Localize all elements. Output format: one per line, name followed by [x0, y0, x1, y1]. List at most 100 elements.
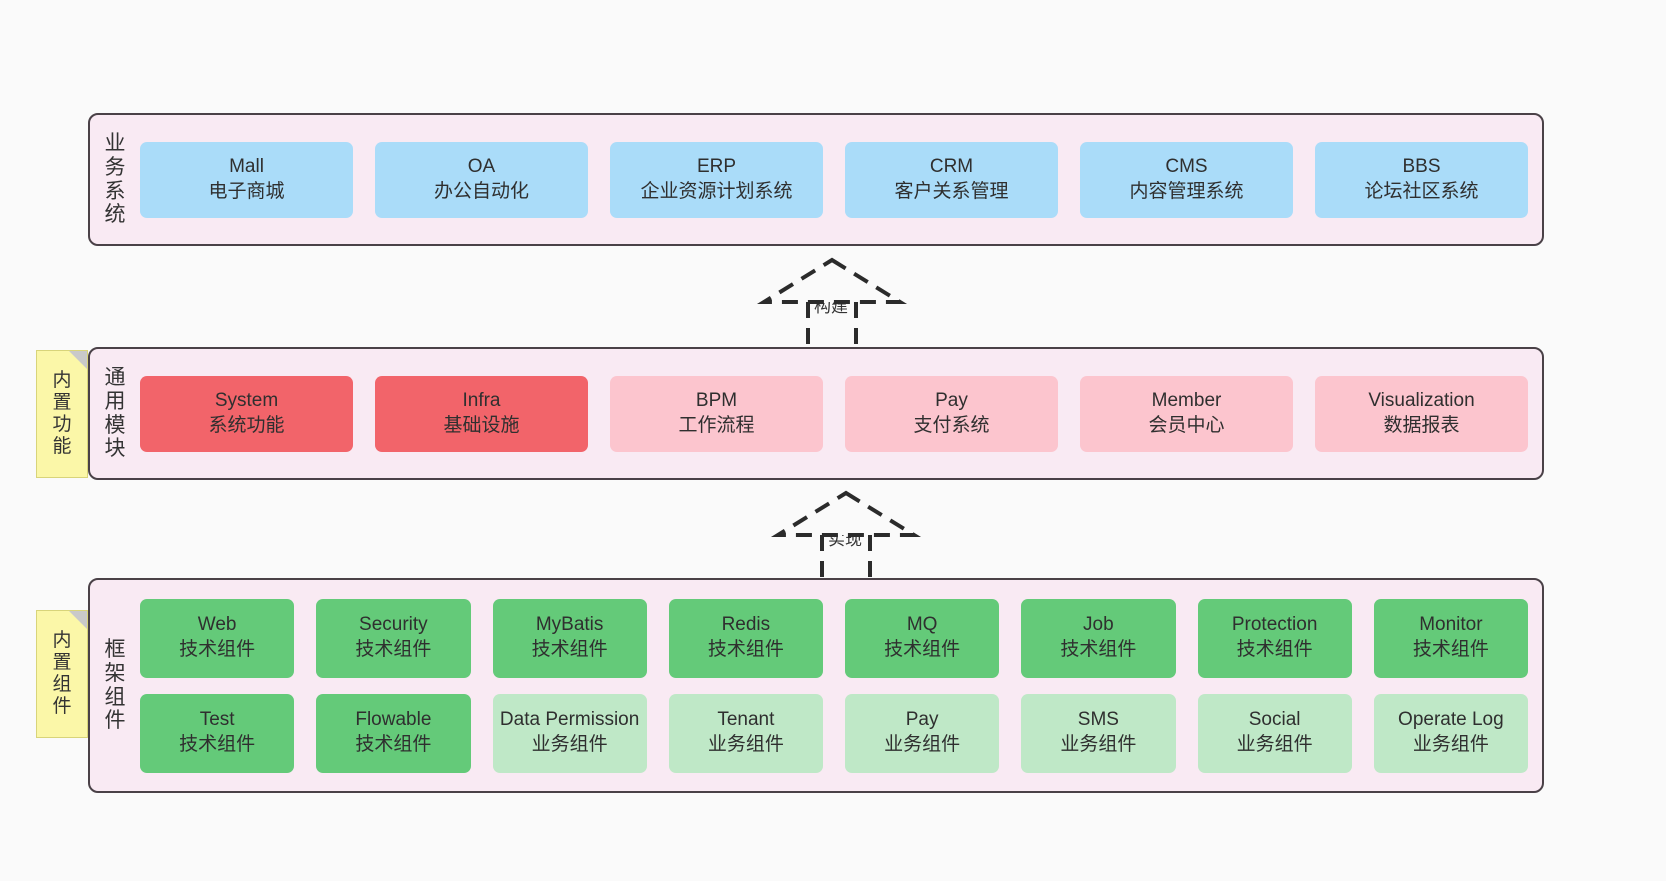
- component-card-mq[interactable]: MQ 技术组件: [845, 598, 1000, 678]
- layer-business-body: Mall 电子商城 OA 办公自动化 ERP 企业资源计划系统 CRM 客户关系…: [140, 115, 1542, 244]
- card-name: Tenant: [717, 709, 775, 731]
- module-card-visualization[interactable]: Visualization 数据报表: [1315, 375, 1528, 452]
- component-card-tenant[interactable]: Tenant 业务组件: [668, 693, 823, 773]
- card-subtitle: 技术组件: [1060, 639, 1137, 660]
- component-card-job[interactable]: Job 技术组件: [1021, 598, 1176, 678]
- module-card-erp[interactable]: ERP 企业资源计划系统: [610, 141, 823, 218]
- card-name: System: [214, 389, 279, 411]
- card-subtitle: 业务组件: [1236, 734, 1313, 755]
- card-name: MQ: [906, 614, 938, 636]
- card-subtitle: 企业资源计划系统: [640, 180, 793, 202]
- module-card-member[interactable]: Member 会员中心: [1080, 375, 1293, 452]
- card-subtitle: 技术组件: [179, 639, 256, 660]
- layer-title-char: 件: [104, 709, 126, 733]
- layer-framework-row-business: Test 技术组件 Flowable 技术组件 Data Permission …: [140, 693, 1528, 773]
- component-card-social[interactable]: Social 业务组件: [1197, 693, 1352, 773]
- layer-framework-row-tech: Web 技术组件 Security 技术组件 MyBatis 技术组件 Redi…: [140, 598, 1528, 678]
- card-name: OA: [467, 155, 496, 177]
- card-name: Infra: [462, 389, 501, 411]
- card-subtitle: 技术组件: [355, 639, 432, 660]
- card-name: Protection: [1231, 614, 1318, 636]
- arrow-shaft: [820, 535, 872, 581]
- card-name: Operate Log: [1398, 709, 1504, 731]
- module-card-oa[interactable]: OA 办公自动化: [375, 141, 588, 218]
- card-name: Member: [1151, 389, 1222, 411]
- card-name: SMS: [1077, 709, 1119, 731]
- card-subtitle: 业务组件: [707, 734, 784, 755]
- layer-title-char: 块: [104, 437, 126, 461]
- layer-common-title: 通 用 模 块: [90, 349, 140, 478]
- component-card-sms[interactable]: SMS 业务组件: [1021, 693, 1176, 773]
- note-char: 内: [52, 630, 72, 652]
- layer-title-char: 组: [104, 685, 126, 709]
- layer-framework-title: 框 架 组 件: [90, 580, 140, 791]
- layer-title-char: 务: [104, 155, 126, 179]
- card-name: BPM: [695, 389, 738, 411]
- card-subtitle: 论坛社区系统: [1364, 180, 1479, 202]
- card-subtitle: 技术组件: [1412, 639, 1489, 660]
- card-name: Data Permission: [499, 709, 640, 731]
- component-card-mybatis[interactable]: MyBatis 技术组件: [492, 598, 647, 678]
- module-card-crm[interactable]: CRM 客户关系管理: [845, 141, 1058, 218]
- component-card-security[interactable]: Security 技术组件: [316, 598, 471, 678]
- card-name: ERP: [696, 155, 737, 177]
- card-subtitle: 技术组件: [707, 639, 784, 660]
- module-card-infra[interactable]: Infra 基础设施: [375, 375, 588, 452]
- component-card-operate-log[interactable]: Operate Log 业务组件: [1373, 693, 1528, 773]
- note-char: 内: [52, 370, 72, 392]
- card-subtitle: 业务组件: [531, 734, 608, 755]
- card-subtitle: 技术组件: [179, 734, 256, 755]
- card-subtitle: 基础设施: [443, 414, 520, 436]
- card-subtitle: 会员中心: [1148, 414, 1225, 436]
- card-name: Test: [199, 709, 235, 731]
- layer-title-char: 通: [104, 366, 126, 390]
- card-name: Visualization: [1368, 389, 1475, 411]
- card-subtitle: 技术组件: [355, 734, 432, 755]
- layer-title-char: 业: [104, 132, 126, 156]
- card-name: CMS: [1165, 155, 1208, 177]
- layer-business-row: Mall 电子商城 OA 办公自动化 ERP 企业资源计划系统 CRM 客户关系…: [140, 141, 1528, 218]
- component-card-pay[interactable]: Pay 业务组件: [845, 693, 1000, 773]
- module-card-bpm[interactable]: BPM 工作流程: [610, 375, 823, 452]
- layer-title-char: 模: [104, 413, 126, 437]
- card-name: CRM: [929, 155, 974, 177]
- note-char: 置: [52, 392, 72, 414]
- note-char: 置: [52, 652, 72, 674]
- module-card-mall[interactable]: Mall 电子商城: [140, 141, 353, 218]
- connector-build-arrow: [756, 257, 908, 348]
- card-name: Flowable: [355, 709, 432, 731]
- card-subtitle: 支付系统: [913, 414, 990, 436]
- layer-title-char: 统: [104, 203, 126, 227]
- component-card-flowable[interactable]: Flowable 技术组件: [316, 693, 471, 773]
- card-name: Job: [1083, 614, 1114, 636]
- card-subtitle: 电子商城: [208, 180, 285, 202]
- component-card-redis[interactable]: Redis 技术组件: [668, 598, 823, 678]
- note-char: 组: [52, 674, 72, 695]
- card-name: Security: [359, 614, 428, 636]
- component-card-data-permission[interactable]: Data Permission 业务组件: [492, 693, 647, 773]
- arrow-head-hollow-triangle: [756, 257, 908, 304]
- layer-title-char: 架: [104, 661, 126, 685]
- arrow-shaft: [806, 302, 858, 348]
- note-fold-corner-icon: [69, 351, 87, 369]
- component-card-protection[interactable]: Protection 技术组件: [1197, 598, 1352, 678]
- component-card-test[interactable]: Test 技术组件: [140, 693, 295, 773]
- card-subtitle: 工作流程: [678, 414, 755, 436]
- module-card-pay[interactable]: Pay 支付系统: [845, 375, 1058, 452]
- card-subtitle: 系统功能: [208, 414, 285, 436]
- card-name: MyBatis: [535, 614, 604, 636]
- card-name: Web: [197, 614, 237, 636]
- layer-framework-body: Web 技术组件 Security 技术组件 MyBatis 技术组件 Redi…: [140, 580, 1542, 791]
- note-char: 能: [52, 435, 72, 457]
- component-card-web[interactable]: Web 技术组件: [140, 598, 295, 678]
- component-card-monitor[interactable]: Monitor 技术组件: [1373, 598, 1528, 678]
- module-card-bbs[interactable]: BBS 论坛社区系统: [1315, 141, 1528, 218]
- note-fold-corner-icon: [69, 611, 87, 629]
- module-card-cms[interactable]: CMS 内容管理系统: [1080, 141, 1293, 218]
- card-subtitle: 业务组件: [884, 734, 961, 755]
- card-subtitle: 内容管理系统: [1129, 180, 1244, 202]
- module-card-system[interactable]: System 系统功能: [140, 375, 353, 452]
- card-name: Mall: [229, 155, 264, 177]
- card-subtitle: 技术组件: [1236, 639, 1313, 660]
